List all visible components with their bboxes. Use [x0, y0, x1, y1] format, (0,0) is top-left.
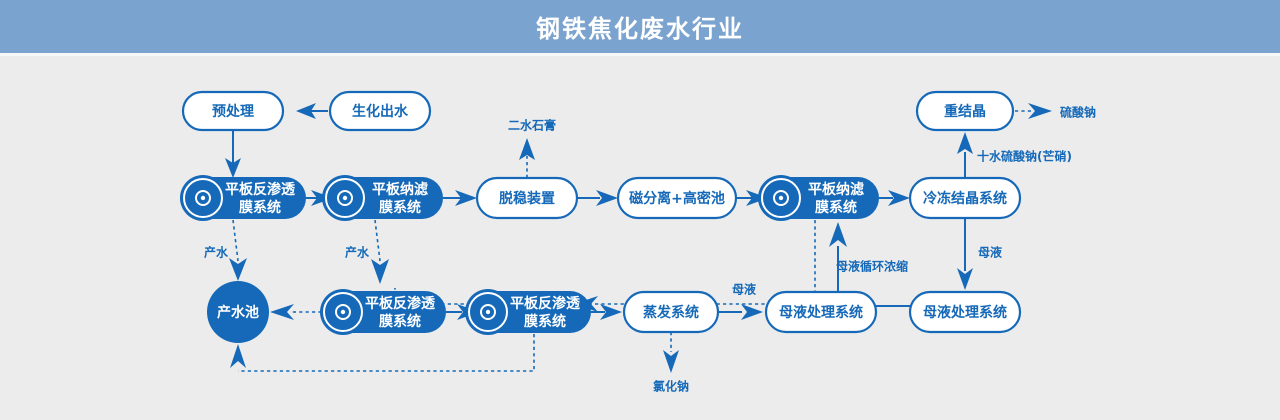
node-label-product-water-pool: 产水池 [217, 304, 259, 321]
node-label-ro-system-2-line1: 平板反渗透 [365, 295, 436, 312]
edge-evaporation-to-sodium-chloride [663, 332, 679, 373]
node-label-mother-liquor-system-2: 母液处理系统 [923, 304, 1007, 321]
membrane-icon [337, 190, 353, 206]
node-nf-system-1[interactable]: 平板纳滤 膜系统 [322, 175, 443, 221]
node-label-biochemical-effluent: 生化出水 [352, 103, 409, 120]
output-label-sodium-sulfate: 硫酸钠 [1060, 105, 1096, 120]
node-label-nf-system-1-line2: 膜系统 [379, 199, 421, 216]
node-product-water-pool[interactable]: 产水池 [207, 281, 269, 343]
node-label-nf-system-2-line1: 平板纳滤 [808, 181, 864, 198]
node-destabilizer[interactable]: 脱稳装置 [475, 176, 579, 220]
label-layer: 二水石膏 硫酸钠 氯化钠 产水 产水 十水硫酸钠(芒硝) 母液 母液循环浓缩 母… [204, 105, 1096, 394]
edge-label-mother-liquor-evaporation: 母液 [732, 282, 756, 297]
node-label-mother-liquor-system-1: 母液处理系统 [779, 304, 863, 321]
edge-nf2-to-ro2-return [394, 220, 816, 312]
edge-label-mirabilite: 十水硫酸钠(芒硝) [977, 149, 1072, 164]
node-evaporation-system[interactable]: 蒸发系统 [622, 290, 720, 334]
node-label-ro-system-3-line2: 膜系统 [524, 313, 566, 330]
node-magnetic-separation[interactable]: 磁分离+高密池 [616, 176, 738, 220]
output-label-gypsum: 二水石膏 [508, 118, 556, 133]
edge-ro1-to-pool [229, 219, 247, 281]
membrane-icon [195, 190, 211, 206]
edge-ro3-to-evaporation [591, 304, 622, 320]
flow-diagram: 生化出水 预处理 平板反渗透 [180, 90, 1096, 394]
edge-nf1-to-destabilizer [443, 190, 477, 206]
node-label-ro-system-3-line1: 平板反渗透 [510, 295, 581, 312]
header-divider [0, 53, 1280, 56]
output-label-sodium-chloride: 氯化钠 [653, 379, 689, 394]
edge-label-product-water-2: 产水 [345, 245, 370, 260]
node-freeze-crystallization[interactable]: 冷冻结晶系统 [908, 176, 1022, 220]
node-label-nf-system-2-line2: 膜系统 [815, 199, 857, 216]
edge-evaporation-to-motherliquor1 [718, 304, 763, 320]
edge-magsep-to-nf2 [736, 190, 768, 206]
node-label-pretreatment: 预处理 [212, 103, 254, 120]
node-label-evaporation-system: 蒸发系统 [643, 304, 699, 321]
edge-recrystallize-to-sodium-sulfate [1015, 103, 1052, 119]
node-layer: 生化出水 预处理 平板反渗透 [180, 90, 1022, 343]
page-title: 钢铁焦化废水行业 [536, 15, 744, 43]
node-label-freeze-crystallization: 冷冻结晶系统 [923, 190, 1007, 207]
edge-destabilizer-to-gypsum [519, 138, 535, 178]
edge-destabilizer-to-magsep [577, 190, 618, 206]
node-label-ro-system-1-line1: 平板反渗透 [225, 181, 296, 198]
diagram-canvas: 生化出水 预处理 平板反渗透 [0, 56, 1280, 420]
node-ro-system-2[interactable]: 平板反渗透 膜系统 [320, 289, 446, 335]
edge-ro3-to-pool [230, 334, 535, 372]
edge-label-mother-liquor-recycle: 母液循环浓缩 [836, 259, 908, 274]
node-ro-system-3[interactable]: 平板反渗透 膜系统 [465, 289, 591, 335]
node-recrystallization[interactable]: 重结晶 [915, 90, 1015, 132]
membrane-icon [335, 304, 351, 320]
node-label-nf-system-1-line1: 平板纳滤 [372, 181, 428, 198]
membrane-icon [773, 190, 789, 206]
page-header: 钢铁焦化废水行业 [0, 0, 1280, 53]
edge-freezecryst-to-recrystallize [957, 132, 973, 178]
node-label-ro-system-2-line2: 膜系统 [379, 313, 421, 330]
edge-nf1-to-ro2 [371, 219, 389, 284]
edge-freezecryst-to-motherliquor2 [957, 218, 973, 290]
edge-nf2-to-freezecryst [879, 190, 910, 206]
node-nf-system-2[interactable]: 平板纳滤 膜系统 [758, 175, 879, 221]
node-label-magnetic-separation: 磁分离+高密池 [629, 190, 725, 207]
node-biochemical-effluent[interactable]: 生化出水 [328, 90, 432, 132]
node-label-ro-system-1-line2: 膜系统 [239, 199, 281, 216]
node-label-destabilizer: 脱稳装置 [499, 190, 555, 207]
edge-label-mother-liquor: 母液 [978, 245, 1002, 260]
edge-ro2-to-pool [270, 304, 328, 320]
node-pretreatment[interactable]: 预处理 [181, 90, 285, 132]
node-ro-system-1[interactable]: 平板反渗透 膜系统 [180, 175, 306, 221]
node-label-recrystallization: 重结晶 [944, 103, 986, 120]
node-mother-liquor-system-2[interactable]: 母液处理系统 [908, 290, 1022, 334]
edge-label-product-water-1: 产水 [204, 245, 229, 260]
node-mother-liquor-system-1[interactable]: 母液处理系统 [764, 290, 878, 334]
edge-pretreatment-to-ro1 [225, 130, 241, 178]
edge-biochemical-to-pretreatment [296, 103, 328, 119]
membrane-icon [480, 304, 496, 320]
